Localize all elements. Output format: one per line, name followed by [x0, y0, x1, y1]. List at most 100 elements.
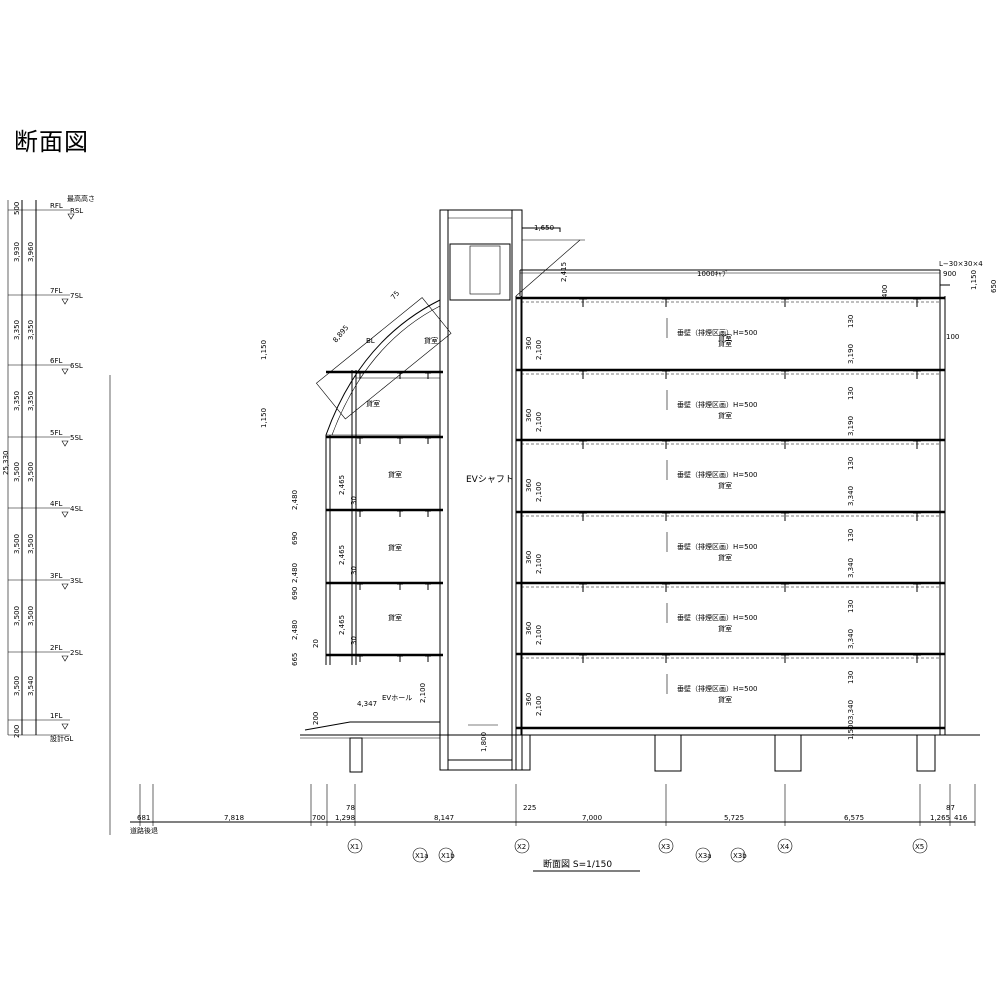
level-fl-label: 5FL — [50, 429, 62, 437]
height-dim-outer: 3,350 — [13, 391, 21, 411]
room-label: 貸室 — [718, 553, 732, 562]
floor-height-dim: 3,340 — [847, 700, 855, 720]
building-section — [300, 209, 980, 773]
base-gl-label: 設計GL — [50, 734, 73, 743]
dim-1150c: 1,150 — [970, 270, 978, 290]
bottom-dim: 416 — [954, 814, 968, 822]
dim-2465: 2,465 — [338, 615, 346, 635]
bottom-dim: 681 — [137, 814, 150, 822]
bottom-dim: 1,298 — [335, 814, 355, 822]
level-fl-label: 4FL — [50, 500, 62, 508]
height-dim-outer: 3,350 — [13, 320, 21, 340]
dim-2465: 2,465 — [338, 475, 346, 495]
axis-label: X3 — [661, 843, 670, 851]
axis-label: X1 — [350, 843, 359, 851]
page-title: 断面図 — [14, 128, 89, 156]
bottom-small-dim: 225 — [523, 804, 536, 812]
dim-2415: 2,415 — [560, 262, 568, 282]
axis-label: X1b — [441, 852, 455, 860]
bottom-small-dim: 87 — [946, 804, 955, 812]
bottom-dim: 1,265 — [930, 814, 950, 822]
scale-label: 断面図 S=1/150 — [543, 858, 612, 870]
bottom-dim: 7,000 — [582, 814, 602, 822]
total-height-dim: 25,330 — [2, 451, 10, 476]
level-marker-icon — [61, 440, 69, 447]
dim-1150b: 1,150 — [260, 408, 268, 428]
level-scale: RFLRSL7FL7SL6FL6SL5FL5SL4FL4SL3FL3SL2FL2… — [2, 194, 95, 743]
level-sl-label: 4SL — [70, 505, 83, 513]
axis-marker: X3a — [695, 847, 712, 863]
top-height-label: 最高高さ — [67, 194, 95, 203]
axis-label: X2 — [517, 843, 526, 851]
room-label: 貸室 — [424, 336, 438, 345]
wall-note: 垂壁（排煙区画）H=500 — [677, 328, 758, 337]
level-sl-label: 5SL — [70, 434, 83, 442]
ev-hall-label: EVホール — [382, 694, 412, 702]
dim-2100b: 2,100 — [535, 412, 543, 432]
dim-2100b: 2,100 — [535, 554, 543, 574]
level-sl-label: RSL — [70, 207, 83, 215]
height-dim-inner: 3,350 — [27, 320, 35, 340]
level-marker-icon — [67, 213, 75, 220]
level-marker-icon — [61, 368, 69, 375]
level-fl-label: 1FL — [50, 712, 62, 720]
dim-1650: 1,650 — [534, 224, 554, 232]
small-dim: 130 — [847, 600, 855, 613]
dim-665: 665 — [291, 653, 299, 666]
room-label: 貸室 — [718, 695, 732, 704]
wall-note: 垂壁（排煙区画）H=500 — [677, 542, 758, 551]
dim-1800: 1,800 — [480, 732, 488, 752]
height-dim-inner: 3,500 — [27, 606, 35, 626]
axis-label: X5 — [915, 843, 924, 851]
ev-shaft-label: EVシャフト — [466, 475, 514, 485]
floor-height-dim: 3,190 — [847, 416, 855, 436]
dim-360: 360 — [525, 337, 533, 350]
height-dim-outer: 3,500 — [13, 676, 21, 696]
axis-marker: X3 — [658, 838, 674, 854]
level-fl-label: 6FL — [50, 357, 62, 365]
dim-2480: 2,480 — [291, 620, 299, 640]
axis-marker: X4 — [777, 838, 793, 854]
wall-note: 垂壁（排煙区画）H=500 — [677, 684, 758, 693]
height-dim-inner: 3,960 — [27, 242, 35, 262]
dim-1150a: 1,150 — [260, 340, 268, 360]
dim-2100b: 2,100 — [535, 340, 543, 360]
dim-360: 360 — [525, 479, 533, 492]
axis-marker: X3b — [730, 847, 747, 863]
dim-650: 650 — [990, 280, 998, 293]
height-dim-outer: 3,500 — [13, 462, 21, 482]
level-fl-label: RFL — [50, 202, 63, 210]
level-sl-label: 2SL — [70, 649, 83, 657]
height-dim-outer: 200 — [13, 725, 21, 738]
height-dim-inner: 3,350 — [27, 391, 35, 411]
level-sl-label: 7SL — [70, 292, 83, 300]
dim-900: 900 — [943, 270, 956, 278]
axis-marker: X1b — [438, 847, 455, 863]
small-dim: 130 — [847, 671, 855, 684]
room-label: 貸室 — [366, 399, 380, 408]
level-marker-icon — [61, 655, 69, 662]
axis-marker: X5 — [912, 838, 928, 854]
steel-label: L−30×30×4 — [939, 260, 983, 268]
bottom-dim: 8,147 — [434, 814, 454, 822]
room-label: 貸室 — [718, 411, 732, 420]
level-fl-label: 2FL — [50, 644, 62, 652]
height-dim-outer: 3,930 — [13, 242, 21, 262]
small-dim: 130 — [847, 457, 855, 470]
dim-360: 360 — [525, 622, 533, 635]
axis-label: X1a — [415, 852, 429, 860]
room-label: 貸室 — [718, 339, 732, 348]
dim-2100b: 2,100 — [535, 625, 543, 645]
bottom-small-dim: 78 — [346, 804, 355, 812]
dim-30: 30 — [350, 496, 358, 505]
height-dim-outer: 3,500 — [13, 534, 21, 554]
height-dim-inner: 3,540 — [27, 676, 35, 696]
dim-2100b: 2,100 — [535, 696, 543, 716]
dim-20: 20 — [312, 639, 320, 648]
dim-360: 360 — [525, 693, 533, 706]
dim-690: 690 — [291, 532, 299, 545]
dim-100: 100 — [946, 333, 959, 341]
height-dim-inner: 3,500 — [27, 534, 35, 554]
dim-2480: 2,480 — [291, 563, 299, 583]
dim-690: 690 — [291, 587, 299, 600]
